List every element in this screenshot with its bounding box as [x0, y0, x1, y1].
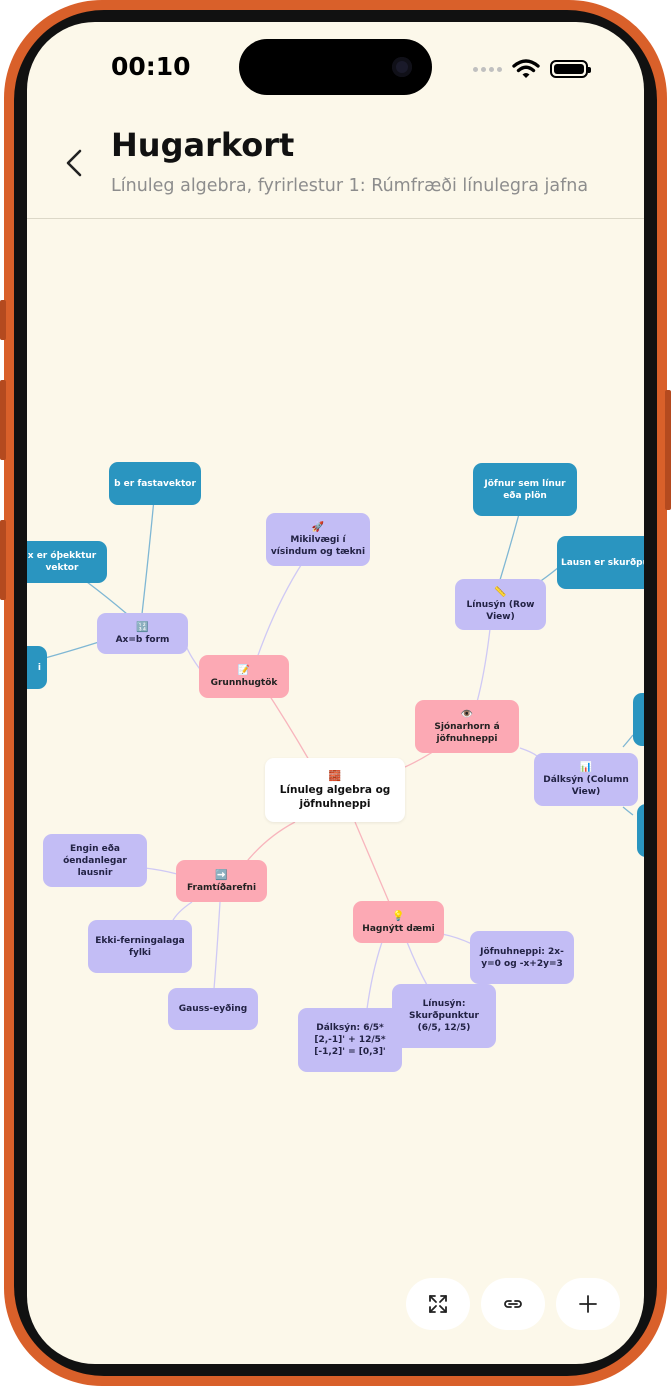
- mindmap-connectors: [44, 498, 634, 1010]
- node-label: b er fastavektor: [114, 478, 196, 489]
- node-label: Jöfnuhneppi: 2x-y=0 og -x+2y=3: [480, 946, 564, 969]
- status-time: 00:10: [111, 52, 191, 81]
- memo-icon: 📝: [237, 665, 251, 676]
- mindmap-canvas[interactable]: 🧱 Línuleg algebra og jöfnuhneppi 📝 Grunn…: [27, 22, 644, 1364]
- node-label: Ax=b form: [115, 635, 170, 645]
- node-label: Lausn er skurðpunkt: [561, 557, 644, 568]
- mindmap-node-grunnhugtok[interactable]: 📝 Grunnhugtök: [199, 655, 289, 698]
- signal-icon: [473, 66, 502, 72]
- phone-side-button: [0, 380, 6, 460]
- mindmap-node-hagnytt[interactable]: 💡 Hagnýtt dæmi: [353, 901, 444, 943]
- node-label: Gauss-eyðing: [178, 1004, 248, 1014]
- mindmap-node-framtidarefni[interactable]: ➡️ Framtíðarefni: [176, 860, 267, 902]
- phone-side-button: [665, 390, 671, 510]
- node-label: Framtíðarefni: [186, 882, 257, 893]
- mindmap-node-ekki-ferning[interactable]: Ekki-ferningalaga fylki: [88, 920, 192, 973]
- mindmap-node-b-fastavektor[interactable]: b er fastavektor: [109, 462, 201, 505]
- mindmap-node-dalksyn-daemi[interactable]: Dálksýn: 6/5*[2,-1]' + 12/5*[-1,2]' = [0…: [298, 1008, 402, 1072]
- node-label: i: [37, 662, 41, 673]
- bar-chart-icon: 📊: [579, 762, 593, 773]
- dynamic-island: [239, 39, 432, 95]
- mindmap-node-engin-lausn[interactable]: Engin eða óendanlegar lausnir: [43, 834, 147, 887]
- arrow-right-icon: ➡️: [215, 869, 228, 881]
- wifi-icon: [512, 59, 540, 78]
- page-subtitle: Línuleg algebra, fyrirlestur 1: Rúmfræði…: [111, 176, 589, 196]
- node-label: Grunnhugtök: [210, 678, 278, 688]
- bricks-icon: 🧱: [328, 770, 342, 782]
- fit-view-button[interactable]: [406, 1278, 470, 1330]
- node-label: Ekki-ferningalaga fylki: [95, 935, 185, 958]
- plus-icon: [579, 1295, 597, 1313]
- node-label: Línusýn (Row View): [466, 600, 535, 622]
- mindmap-node-dalksyn[interactable]: 📊 Dálksýn (Column View): [534, 753, 638, 806]
- mindmap-node-dalksyn-leaf[interactable]: [633, 693, 644, 746]
- phone-side-button: [0, 520, 6, 600]
- node-label: Jöfnur sem línur eða plön: [484, 478, 566, 501]
- ruler-icon: 📏: [494, 587, 507, 598]
- mindmap-node-jofnuhneppi-daemi[interactable]: Jöfnuhneppi: 2x-y=0 og -x+2y=3: [470, 931, 574, 984]
- node-label: Mikilvægi í vísindum og tækni: [270, 535, 366, 557]
- eye-icon: 👁️: [460, 709, 474, 720]
- camera-icon: [392, 57, 412, 77]
- add-node-button[interactable]: [556, 1278, 620, 1330]
- page-title: Hugarkort: [111, 126, 295, 164]
- link-icon: [504, 1300, 522, 1308]
- node-label: Sjónarhorn á jöfnuhneppi: [434, 722, 500, 744]
- status-icons: [473, 58, 591, 80]
- lightbulb-icon: 💡: [392, 910, 405, 922]
- mindmap-node-jofnur-sem-linur[interactable]: Jöfnur sem línur eða plön: [473, 463, 577, 516]
- mindmap-node-lausn-skurdpunkt[interactable]: Lausn er skurðpunkt: [557, 536, 644, 589]
- app-screen: 00:10 Hugarkort Línuleg algebra, fyrirle…: [27, 22, 644, 1364]
- node-label: x er óþekktur vektor: [27, 551, 97, 573]
- battery-icon: [550, 60, 591, 78]
- numbers-icon: 🔢: [136, 622, 149, 633]
- mindmap-node-dalksyn-leaf[interactable]: [637, 804, 644, 857]
- mindmap-node-axb[interactable]: 🔢 Ax=b form: [97, 613, 188, 654]
- phone-side-button: [0, 300, 6, 340]
- rocket-icon: 🚀: [311, 522, 325, 533]
- mindmap-node-linusyn[interactable]: 📏 Línusýn (Row View): [455, 579, 546, 630]
- mindmap-node-gauss[interactable]: Gauss-eyðing: [168, 988, 258, 1030]
- mindmap-node-left-edge[interactable]: i: [27, 646, 47, 689]
- mindmap-node-linusyn-skurdpunktur[interactable]: Línusýn: Skurðpunktur (6/5, 12/5): [392, 984, 496, 1048]
- page-header: Hugarkort Línuleg algebra, fyrirlestur 1…: [27, 112, 644, 219]
- mindmap-root-node[interactable]: 🧱 Línuleg algebra og jöfnuhneppi: [265, 758, 405, 822]
- back-chevron-icon[interactable]: [61, 148, 91, 178]
- node-label: Dálksýn: 6/5*[2,-1]' + 12/5*[-1,2]' = [0…: [314, 1023, 386, 1057]
- node-label: Engin eða óendanlegar lausnir: [63, 843, 127, 878]
- mindmap-node-x-ophekktur[interactable]: x er óþekktur vektor: [27, 541, 107, 583]
- node-label: Línuleg algebra og jöfnuhneppi: [279, 783, 391, 810]
- mindmap-node-mikilvaegi[interactable]: 🚀 Mikilvægi í vísindum og tækni: [266, 513, 370, 566]
- expand-arrows-icon: [429, 1295, 447, 1313]
- node-label: Dálksýn (Column View): [543, 775, 629, 797]
- mindmap-node-sjonarhorn[interactable]: 👁️ Sjónarhorn á jöfnuhneppi: [415, 700, 519, 753]
- link-button[interactable]: [481, 1278, 545, 1330]
- node-label: Línusýn: Skurðpunktur (6/5, 12/5): [409, 999, 479, 1033]
- node-label: Hagnýtt dæmi: [362, 923, 435, 934]
